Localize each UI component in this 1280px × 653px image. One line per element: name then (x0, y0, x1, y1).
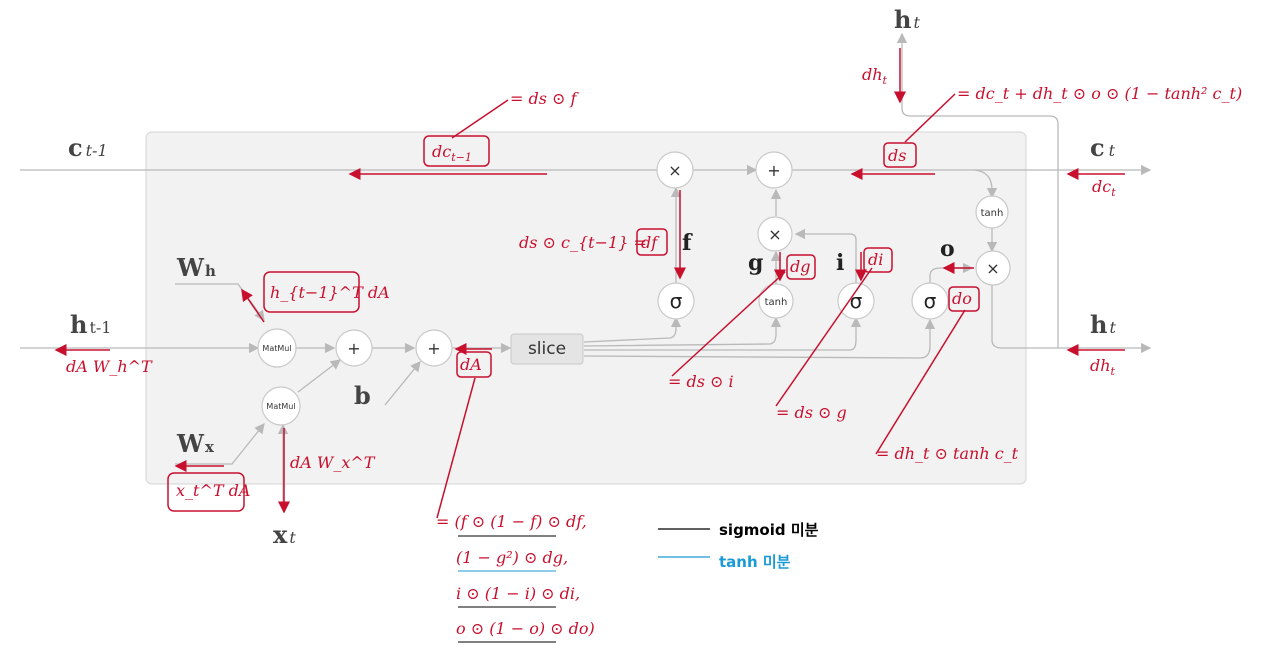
dA-text: dA (460, 355, 482, 374)
legend: sigmoid 미분 tanh 미분 (658, 521, 819, 571)
do-formula: = dh_t ⊙ tanh c_t (876, 444, 1019, 463)
dc-prev-text: dct−1 (432, 142, 472, 164)
lstm-cell-panel (145, 131, 1027, 485)
do-text: do (952, 289, 972, 308)
plus-node-2: + (415, 329, 453, 367)
df-text: df (641, 233, 660, 252)
sigma-node-f: σ (657, 282, 695, 320)
sigma-node-i: σ (837, 282, 875, 320)
times-node-output: × (975, 250, 1011, 286)
dc-prev-formula: = ds ⊙ f (510, 89, 580, 108)
dc-out-text: dct (1092, 177, 1116, 199)
h-prev-grad-text: dA W_h^T (66, 357, 153, 376)
formula-leader-lines (436, 93, 966, 519)
svg-text:σ: σ (850, 289, 863, 313)
svg-text:tanh: tanh (765, 297, 788, 308)
legend-sigmoid-label: sigmoid 미분 (719, 521, 819, 539)
dg-formula: = ds ⊙ i (668, 372, 734, 391)
svg-text:×: × (986, 259, 999, 278)
gate-f-label: f (682, 230, 693, 256)
svg-text:σ: σ (924, 289, 937, 313)
wh-label: Wh (176, 253, 216, 282)
dg-text: dg (790, 257, 810, 276)
di-formula: = ds ⊙ g (776, 403, 847, 422)
matmul-node-x: MatMul (261, 386, 301, 426)
ds-text: ds (888, 146, 906, 165)
x-grad-text: dA W_x^T (290, 453, 376, 472)
svg-text:tanh: tanh (981, 208, 1004, 219)
plus-node-cell: + (755, 151, 793, 189)
gate-o-label: o (940, 236, 955, 262)
svg-text:+: + (767, 161, 780, 180)
svg-text:×: × (668, 161, 681, 180)
ds-formula: = dc_t + dh_t ⊙ o ⊙ (1 − tanh² c_t) (957, 84, 1242, 103)
svg-text:+: + (427, 339, 440, 358)
dA-line-1: = (f ⊙ (1 − f) ⊙ df, (436, 512, 587, 531)
dA-underlines (458, 535, 556, 643)
forward-flow-lines (20, 32, 1152, 505)
svg-text:+: + (347, 339, 360, 358)
dh-top-text: dht (862, 65, 888, 87)
svg-text:MatMul: MatMul (266, 402, 295, 411)
di-text: di (868, 250, 883, 269)
dA-line-2: (1 − g²) ⊙ dg, (456, 548, 568, 567)
gradient-arrows (54, 48, 1125, 514)
svg-text:MatMul: MatMul (262, 344, 291, 353)
slice-node: slice (510, 333, 584, 365)
tanh-node-cell: tanh (975, 195, 1009, 229)
svg-text:slice: slice (528, 339, 566, 359)
df-formula: ds ⊙ c_{t−1} = (519, 233, 647, 252)
svg-text:×: × (768, 225, 781, 244)
sigma-node-o: σ (911, 282, 949, 320)
gradient-boxes (167, 135, 980, 512)
matmul-node-h: MatMul (257, 328, 297, 368)
gate-g-label: g (748, 250, 763, 276)
x-transpose-dA-text: x_t^T dA (176, 481, 250, 500)
dA-line-4: o ⊙ (1 − o) ⊙ do) (456, 619, 595, 638)
gate-i-label: i (836, 250, 844, 276)
legend-tanh-label: tanh 미분 (719, 553, 791, 571)
svg-text:σ: σ (670, 289, 683, 313)
dh-out-text: dht (1090, 356, 1116, 378)
plus-node-1: + (335, 329, 373, 367)
dA-line-3: i ⊙ (1 − i) ⊙ di, (456, 584, 580, 603)
times-node-forget: × (656, 151, 694, 189)
tanh-node-g: tanh (758, 283, 794, 319)
times-node-input: × (757, 216, 793, 252)
b-label: b (354, 381, 371, 410)
wx-label: Wx (176, 429, 215, 458)
h-transpose-dA-text: h_{t−1}^T dA (270, 283, 390, 302)
